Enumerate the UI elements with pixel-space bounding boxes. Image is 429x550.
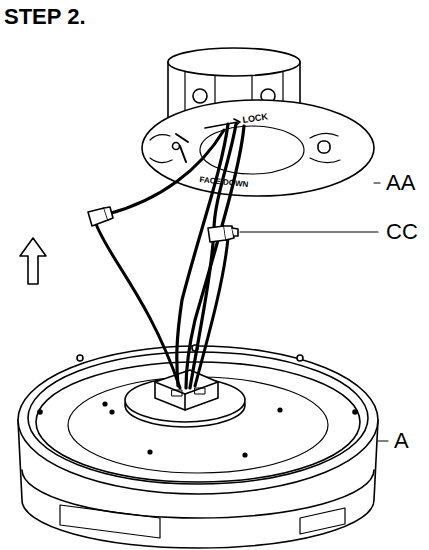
up-arrow (20, 238, 46, 284)
wire-connector (88, 207, 238, 242)
callout-letter: AA (386, 172, 415, 194)
callout-letter: A (394, 430, 409, 452)
leader-line (240, 183, 388, 441)
step-title: STEP 2. (4, 6, 86, 28)
wires (96, 124, 244, 388)
callout-letter: CC (386, 221, 418, 243)
